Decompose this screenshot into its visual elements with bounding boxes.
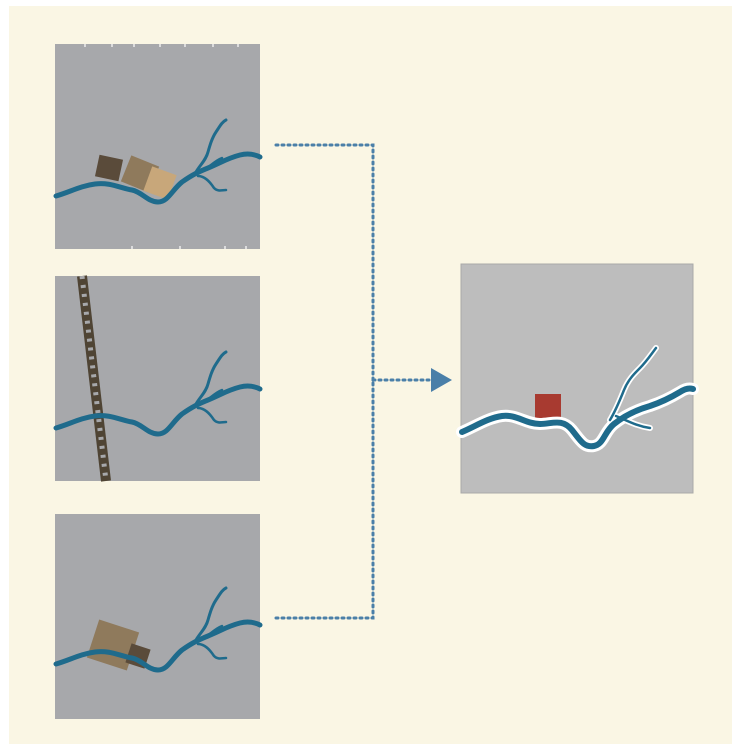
river-main — [53, 151, 263, 205]
panel-3-river — [53, 586, 263, 673]
arrow-head-icon — [431, 368, 452, 392]
merge-connectors — [274, 143, 432, 620]
panel-1-edge-ticks — [84, 44, 247, 249]
river-branch-1 — [194, 586, 228, 642]
panel-1-background — [55, 44, 260, 249]
river-branch-1 — [608, 346, 658, 422]
river-branch-1 — [194, 350, 228, 406]
input-map-panel-3 — [53, 514, 263, 719]
river-main — [459, 385, 696, 450]
panel-1-river — [53, 118, 263, 205]
connector-from-panel-1 — [274, 143, 375, 382]
building-light — [143, 166, 177, 200]
railway-ties — [79, 275, 109, 482]
panel-3-background — [55, 514, 260, 719]
input-map-panel-1 — [53, 44, 263, 249]
river-branch-1 — [194, 118, 228, 174]
river-branch-2 — [196, 406, 228, 424]
panel-2-railway — [77, 275, 111, 482]
connector-from-panel-3 — [274, 378, 375, 620]
result-panel-background — [460, 263, 694, 494]
river-branch-3 — [202, 388, 224, 404]
river-branch-3 — [202, 156, 224, 172]
panel-1-buildings — [94, 154, 177, 200]
river-branch-3 — [202, 624, 224, 640]
input-map-panel-2 — [53, 275, 263, 482]
river-branch-2 — [196, 642, 228, 660]
merged-marker — [535, 394, 561, 421]
building-dark — [94, 154, 124, 182]
result-river — [459, 346, 696, 450]
river-branch-2 — [614, 414, 652, 430]
output-map-panel — [456, 263, 699, 494]
river-branch-2 — [196, 174, 228, 192]
river-main — [53, 383, 263, 437]
panel-2-river — [53, 350, 263, 437]
river-main — [53, 619, 263, 673]
